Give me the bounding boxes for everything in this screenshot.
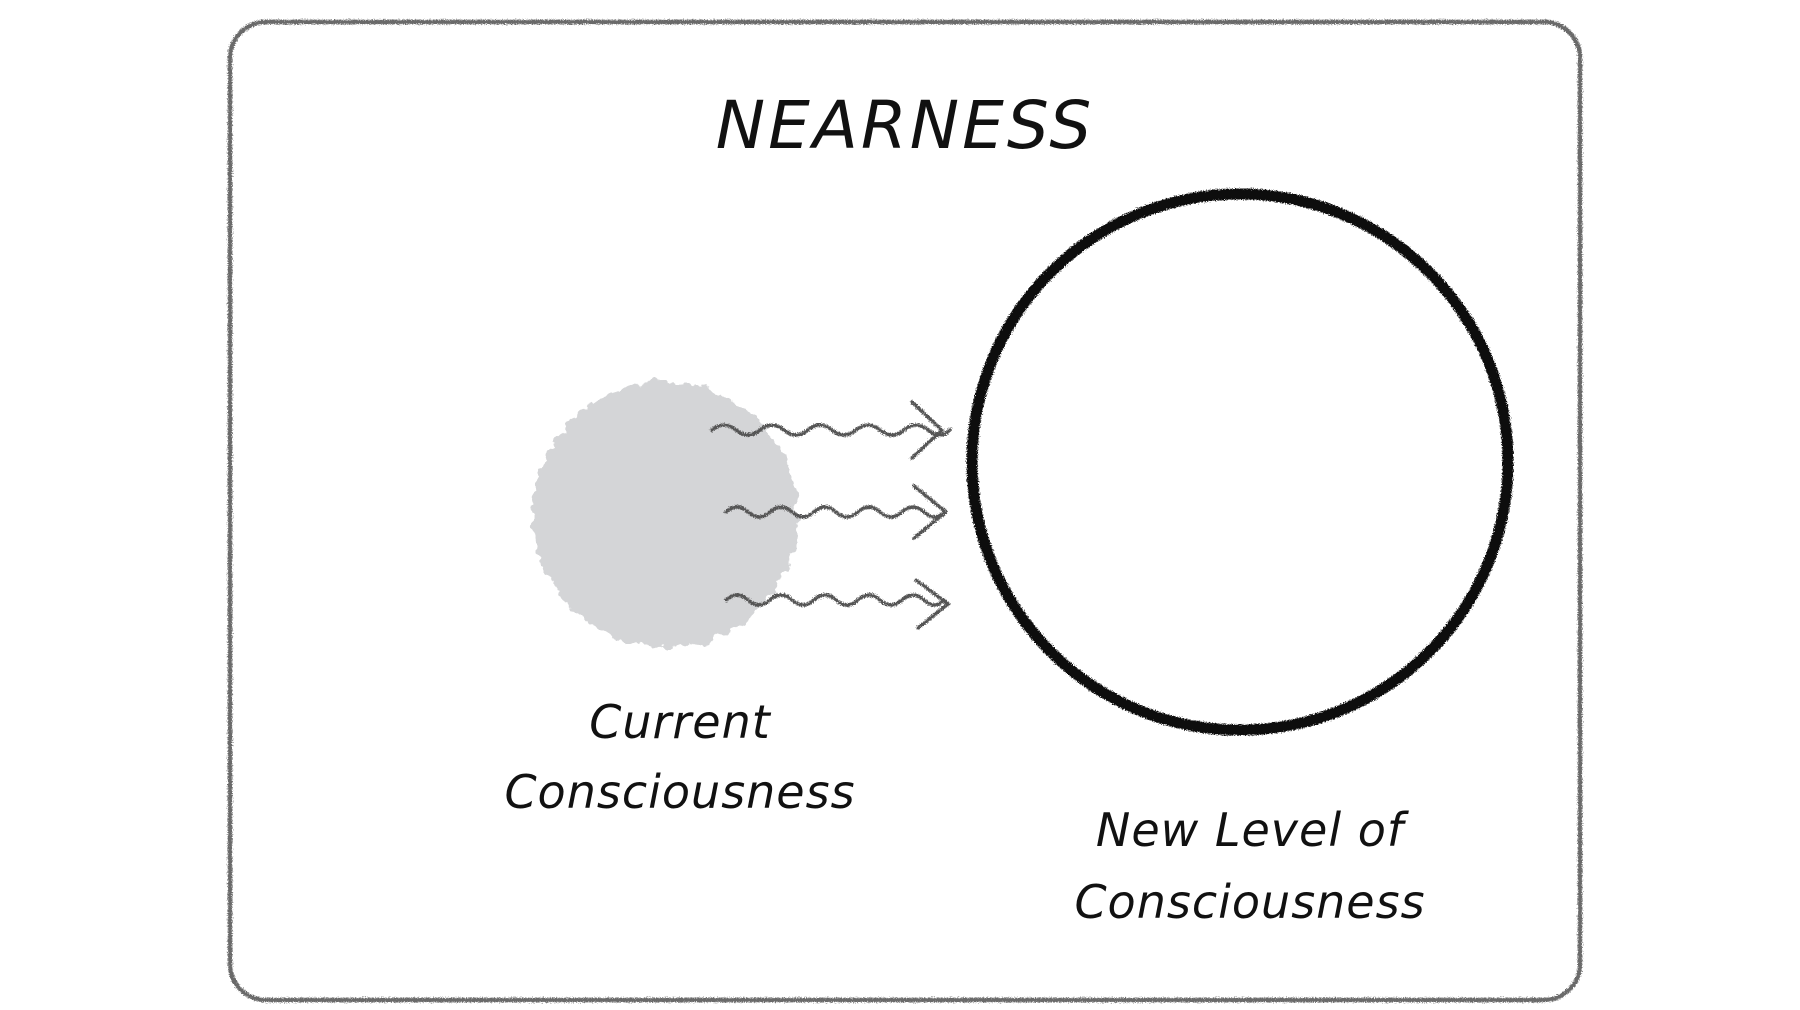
current-consciousness-label: Current Consciousness [504, 695, 855, 819]
wavy-arrow-right-icon [710, 400, 952, 460]
current-label-line-1: Current [589, 695, 772, 749]
diagram-frame [227, 19, 1583, 1003]
wavy-arrow-shaft [724, 593, 946, 607]
wavy-arrow-right-icon [724, 484, 948, 540]
current-label-line-2: Consciousness [504, 765, 855, 819]
diagram-title: NEARNESS [716, 87, 1095, 164]
wavy-arrow-shaft [724, 505, 946, 519]
new-level-label-line-1: New Level of [1096, 803, 1409, 857]
wavy-arrow-head [912, 484, 948, 540]
wavy-arrow-head [910, 400, 944, 460]
new-level-label-line-2: Consciousness [1074, 875, 1425, 929]
new-level-consciousness-ring [966, 188, 1514, 736]
new-level-consciousness-label: New Level of Consciousness [1074, 803, 1425, 929]
wavy-arrow-head [914, 578, 950, 630]
current-consciousness-circle [532, 382, 798, 648]
wavy-arrow-shaft [710, 423, 952, 437]
wavy-arrow-right-icon [724, 578, 950, 630]
wavy-arrows-group [710, 400, 952, 630]
